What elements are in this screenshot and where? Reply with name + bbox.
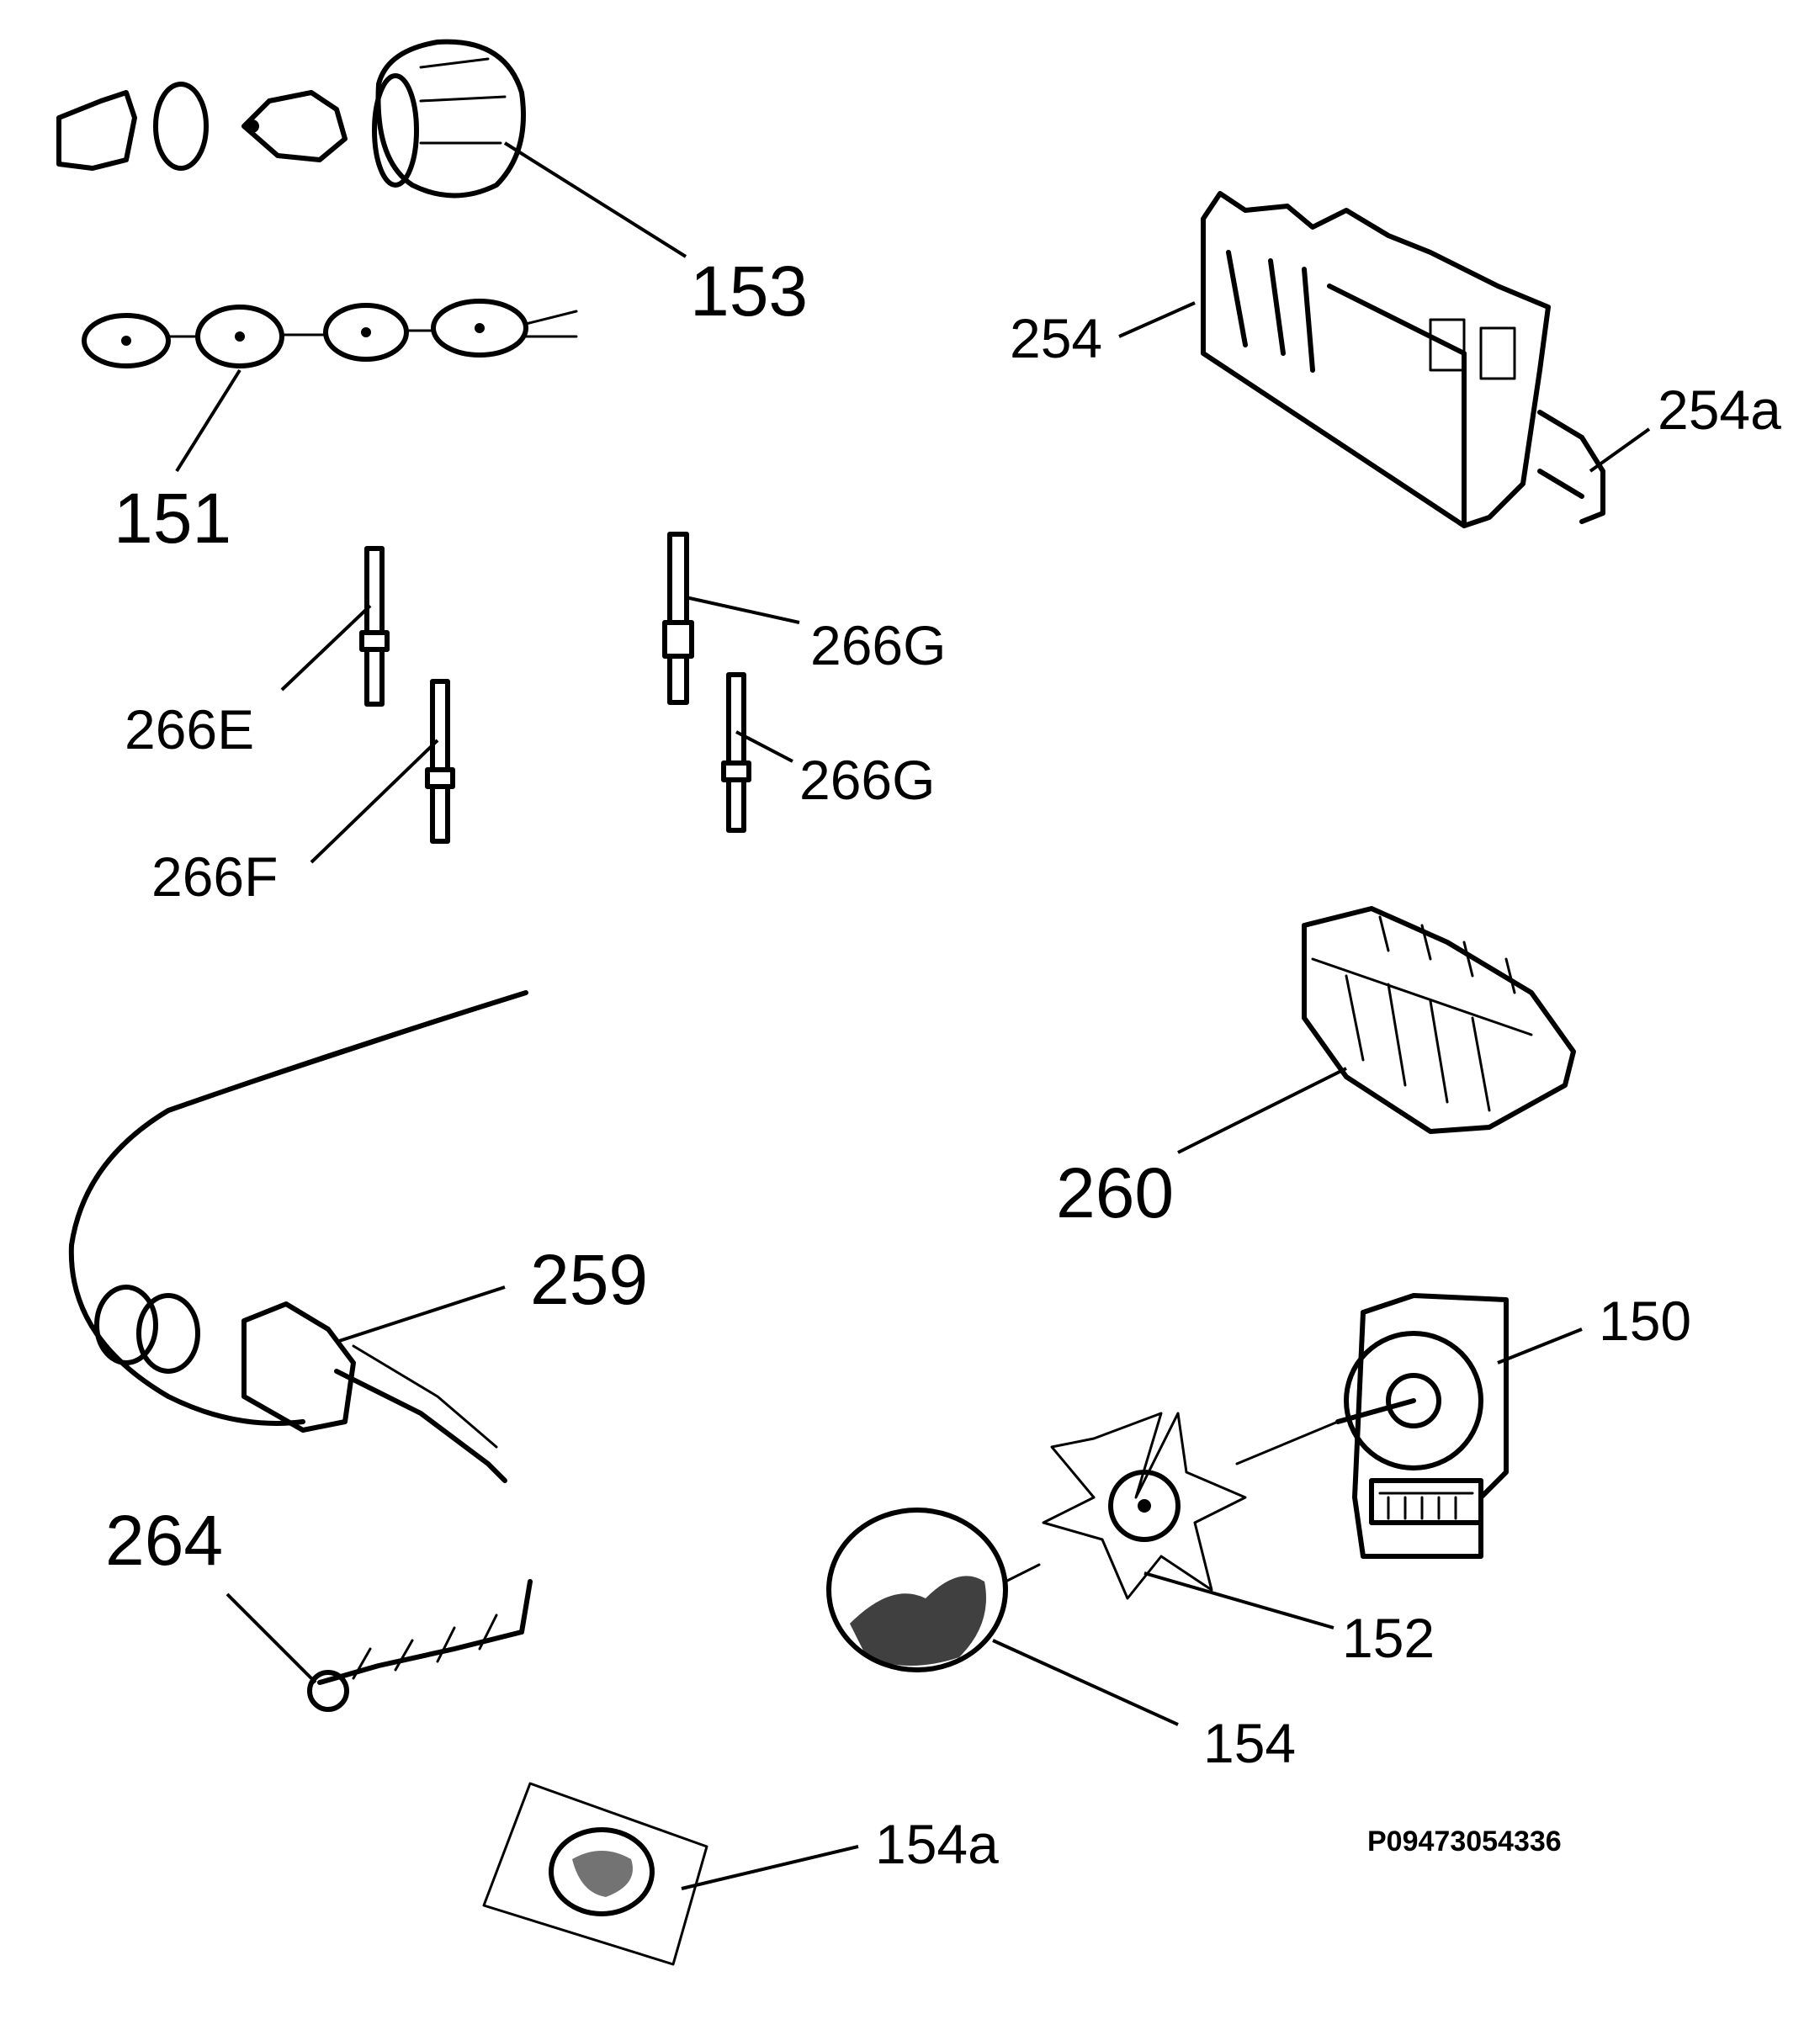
label-259: 259 [530, 1240, 648, 1319]
thermocouple-266F [425, 679, 455, 844]
leader-151 [175, 368, 241, 473]
leader-154a [681, 1845, 859, 1890]
leader-264 [226, 1592, 317, 1684]
label-266F: 266F [151, 845, 278, 908]
label-254a: 254a [1658, 379, 1781, 441]
thermocouple-266G-bottom [721, 672, 751, 833]
fan-blade-152 [1042, 1412, 1247, 1600]
lamp-assembly-153 [56, 39, 526, 199]
label-151: 151 [114, 479, 231, 558]
leader-260 [1177, 1067, 1347, 1154]
leader-266G-bottom [735, 730, 793, 763]
thermocouple-266G-top [662, 532, 694, 705]
leader-266G-top [685, 596, 800, 624]
fan-grille-154 [826, 1508, 1041, 1672]
thermocouple-chain-151 [82, 299, 578, 368]
fan-motor-150 [1235, 1293, 1509, 1559]
label-154a: 154a [875, 1813, 999, 1875]
label-264: 264 [105, 1501, 223, 1580]
selector-switch-260 [1302, 906, 1576, 1134]
label-266E: 266E [125, 698, 254, 760]
label-266G-bottom: 266G [799, 749, 935, 811]
leader-254a [1589, 427, 1651, 473]
drawing-code: P09473054336 [1367, 1826, 1562, 1857]
label-153: 153 [690, 252, 808, 331]
label-254: 254 [1010, 307, 1102, 369]
label-154: 154 [1203, 1712, 1296, 1774]
leader-150 [1497, 1327, 1583, 1365]
label-150: 150 [1599, 1290, 1691, 1352]
ignition-electrode-264 [307, 1579, 533, 1712]
leader-266F [310, 739, 439, 864]
leader-154 [992, 1639, 1179, 1726]
leader-152 [1143, 1571, 1334, 1630]
label-152: 152 [1342, 1607, 1435, 1669]
thermocouple-266E [359, 546, 390, 707]
leader-259 [336, 1285, 506, 1343]
terminal-block-254 [1201, 191, 1605, 528]
label-260: 260 [1056, 1153, 1174, 1232]
leader-266E [280, 604, 372, 692]
label-266G-top: 266G [810, 614, 946, 676]
leader-254 [1118, 301, 1196, 338]
leader-153 [503, 141, 687, 258]
thermostat-259 [68, 990, 528, 1483]
grille-plate-154a [482, 1782, 708, 1966]
